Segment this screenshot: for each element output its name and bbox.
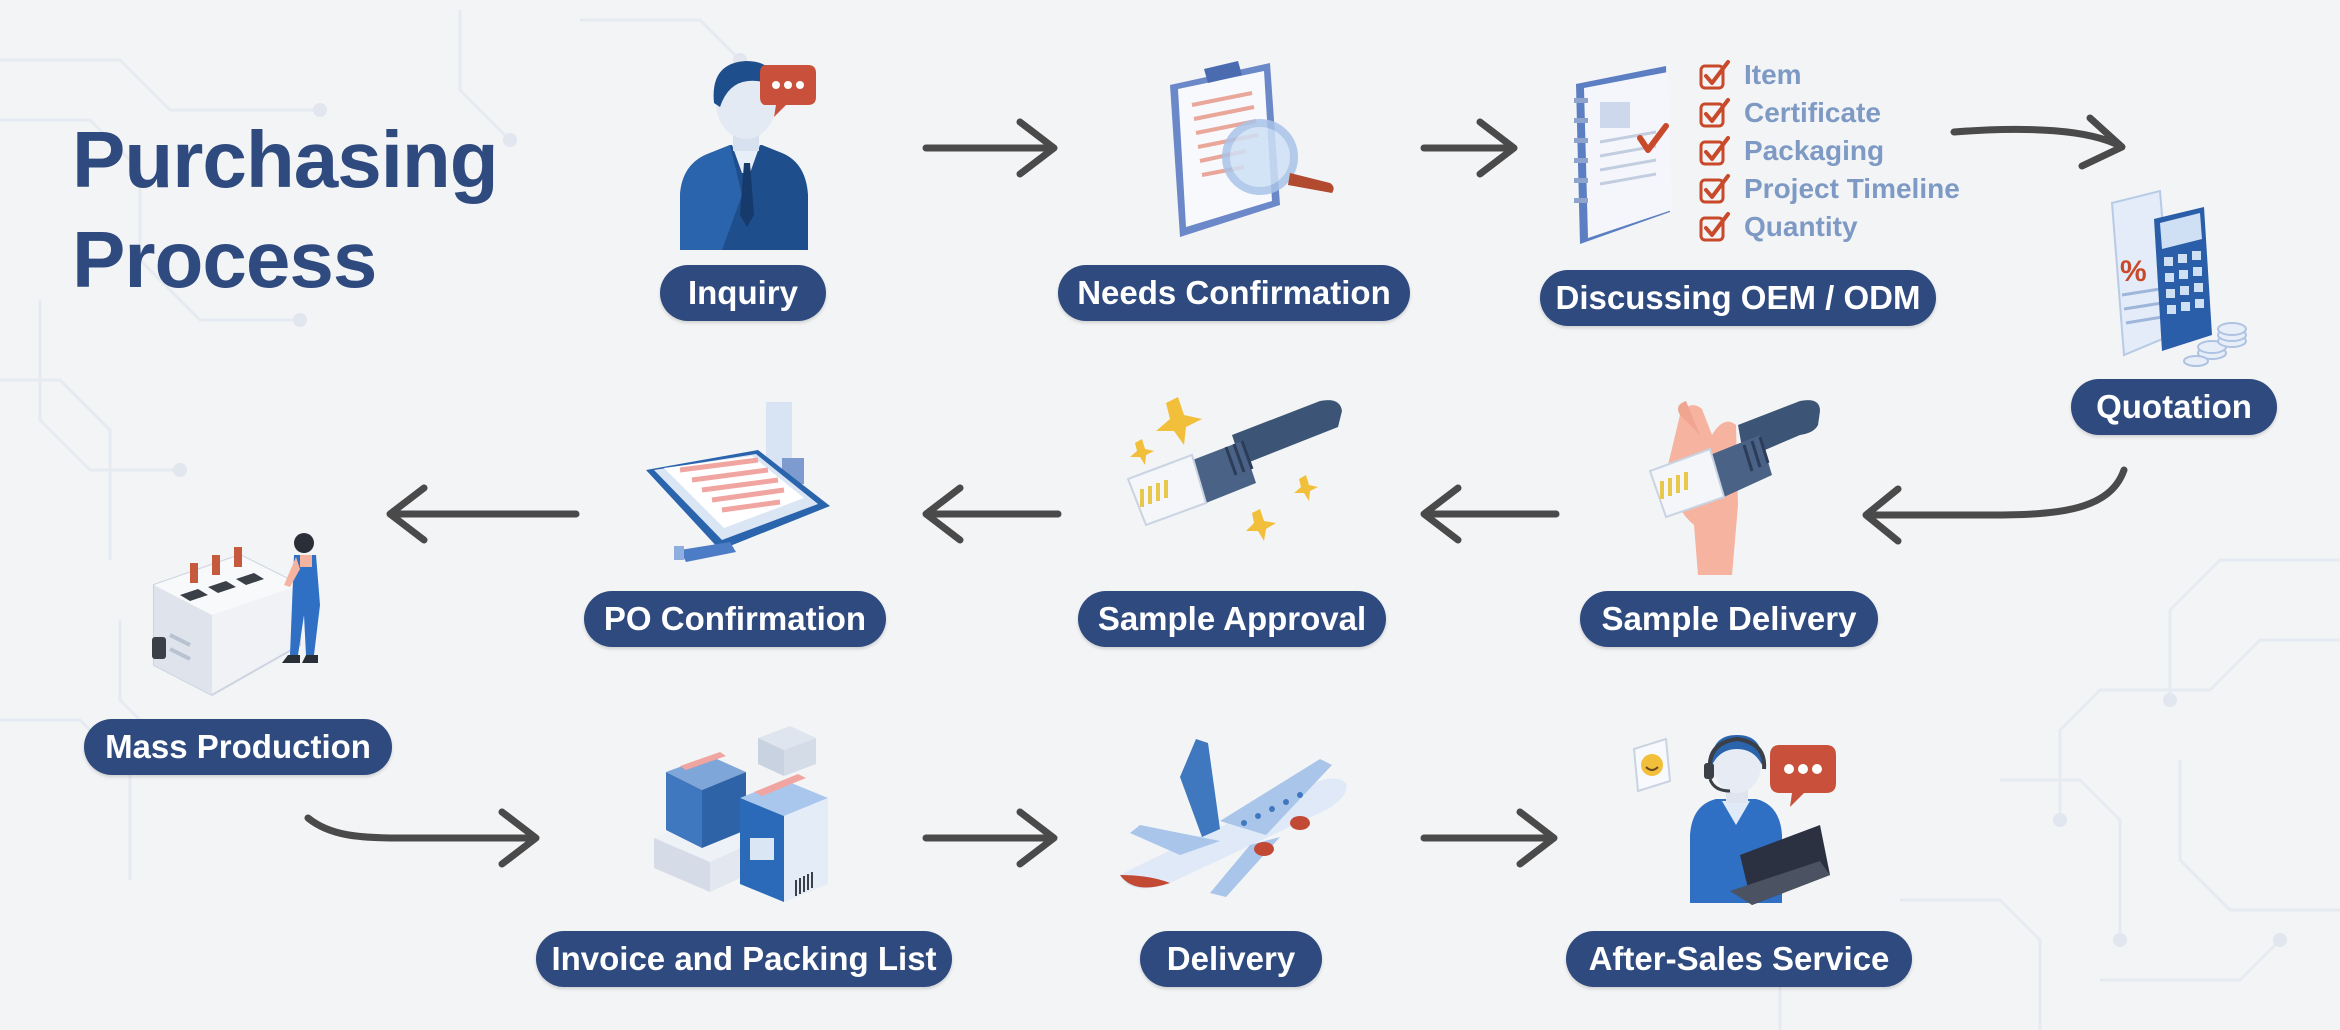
hand-cable-icon bbox=[1648, 400, 1820, 575]
step-mass-production: Mass Production bbox=[84, 719, 392, 775]
step-inquiry: Inquiry bbox=[660, 265, 826, 321]
step-after-sales-service: After-Sales Service bbox=[1566, 931, 1912, 987]
calculator-receipt-icon: % bbox=[2110, 189, 2247, 367]
page-title: Purchasing Process bbox=[72, 110, 499, 310]
checklist-item: Item bbox=[1698, 56, 1960, 94]
clipboard-magnifier-icon bbox=[1170, 61, 1334, 237]
step-delivery: Delivery bbox=[1140, 931, 1322, 987]
checklist-label: Project Timeline bbox=[1744, 173, 1960, 204]
title-line-1: Purchasing bbox=[72, 115, 499, 204]
boxes-icon bbox=[654, 726, 828, 902]
svg-text:%: % bbox=[2120, 255, 2147, 288]
check-icon bbox=[1699, 98, 1730, 128]
step-quotation: Quotation bbox=[2071, 379, 2277, 435]
step-needs-confirmation: Needs Confirmation bbox=[1058, 265, 1410, 321]
tablet-document-icon bbox=[646, 402, 830, 562]
notebook-check-icon bbox=[1574, 66, 1672, 244]
check-icon bbox=[1699, 174, 1730, 204]
factory-worker-icon bbox=[152, 533, 320, 697]
step-invoice-packing-list: Invoice and Packing List bbox=[536, 931, 952, 987]
cable-sparkle-icon bbox=[1126, 397, 1342, 541]
support-agent-icon bbox=[1632, 735, 1836, 905]
title-line-2: Process bbox=[72, 215, 377, 304]
oem-checklist: Item Certificate Packaging Project Timel… bbox=[1698, 56, 1960, 246]
checklist-label: Certificate bbox=[1744, 97, 1881, 128]
checklist-label: Packaging bbox=[1744, 135, 1885, 166]
checklist-item: Quantity bbox=[1698, 208, 1960, 246]
checklist-label: Item bbox=[1744, 59, 1802, 90]
checklist-item: Project Timeline bbox=[1698, 170, 1960, 208]
step-discussing-oem-odm: Discussing OEM / ODM bbox=[1540, 270, 1936, 326]
checklist-item: Certificate bbox=[1698, 94, 1960, 132]
airplane-icon bbox=[1120, 739, 1347, 897]
check-icon bbox=[1699, 136, 1730, 166]
check-icon bbox=[1699, 60, 1730, 90]
checklist-item: Packaging bbox=[1698, 132, 1960, 170]
step-sample-delivery: Sample Delivery bbox=[1580, 591, 1878, 647]
check-icon bbox=[1699, 212, 1730, 242]
checklist-label: Quantity bbox=[1744, 211, 1858, 242]
step-sample-approval: Sample Approval bbox=[1078, 591, 1386, 647]
businessman-chat-icon bbox=[680, 61, 816, 250]
step-po-confirmation: PO Confirmation bbox=[584, 591, 886, 647]
